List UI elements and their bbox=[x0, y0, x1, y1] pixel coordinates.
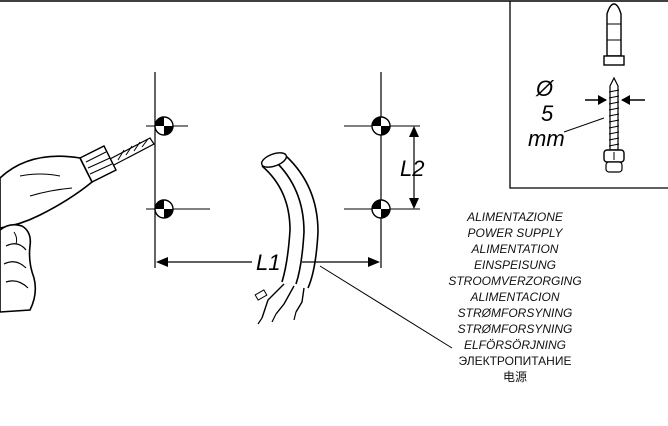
diameter-value: 5 bbox=[541, 101, 554, 126]
l1-label: L1 bbox=[256, 250, 280, 275]
drill-icon bbox=[0, 137, 155, 313]
supply-label-fr: ALIMENTATION bbox=[471, 242, 559, 256]
l2-label: L2 bbox=[400, 156, 424, 181]
diameter-unit: mm bbox=[528, 126, 565, 151]
power-supply-labels: ALIMENTAZIONE POWER SUPPLY ALIMENTATION … bbox=[415, 209, 615, 385]
right-hole-column bbox=[344, 72, 391, 268]
screw-detail-box: Ø 5 mm bbox=[509, 1, 668, 189]
supply-label-it: ALIMENTAZIONE bbox=[467, 210, 563, 224]
hole-marker-top-right bbox=[371, 116, 391, 136]
supply-label-ru: ЭЛЕКТРОПИТАНИЕ bbox=[458, 354, 572, 368]
power-cable-icon bbox=[254, 152, 319, 325]
hole-marker-bottom-left bbox=[154, 199, 174, 219]
diameter-arrows bbox=[585, 95, 645, 105]
wall-plug-icon bbox=[603, 3, 625, 66]
supply-label-es: ALIMENTACION bbox=[470, 290, 560, 304]
hole-marker-top-left bbox=[154, 116, 174, 136]
l2-dimension bbox=[390, 125, 420, 210]
supply-label-sv: ELFÖRSÖRJNING bbox=[463, 338, 566, 352]
hole-marker-bottom-right bbox=[371, 199, 391, 219]
diameter-symbol: Ø bbox=[535, 76, 555, 101]
left-hole-column bbox=[146, 72, 210, 268]
power-supply-leader-line bbox=[319, 265, 453, 349]
supply-label-da: STRØMFORSYNING bbox=[457, 306, 573, 320]
supply-label-en: POWER SUPPLY bbox=[467, 226, 563, 240]
supply-label-nl: STROOMVERZORGING bbox=[448, 274, 582, 288]
supply-label-no: STRØMFORSYNING bbox=[457, 322, 573, 336]
diameter-leader-line bbox=[563, 117, 605, 133]
screw-icon bbox=[603, 76, 625, 173]
supply-label-de: EINSPEISUNG bbox=[473, 258, 557, 272]
supply-label-zh: 电源 bbox=[502, 370, 527, 384]
